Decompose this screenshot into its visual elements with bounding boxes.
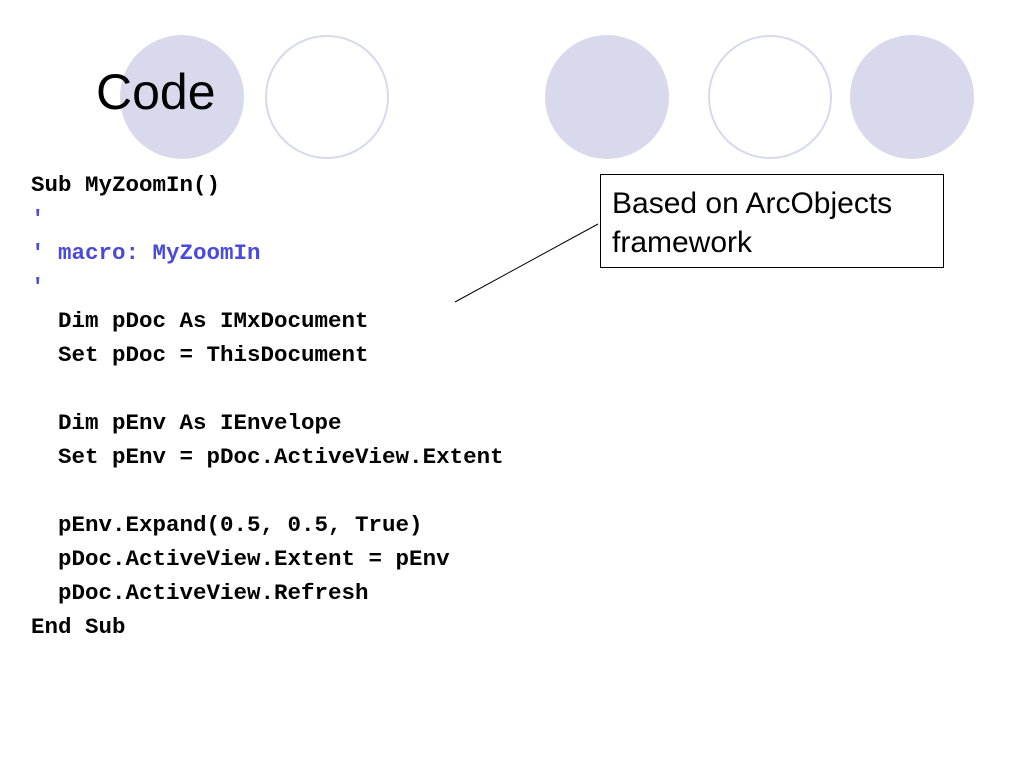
code-line: Sub MyZoomIn() xyxy=(31,172,221,198)
code-line: End Sub xyxy=(31,614,126,640)
callout-text-line-1: Based on ArcObjects xyxy=(612,187,893,220)
decorative-circle-filled xyxy=(850,35,974,159)
code-comment-line: ' xyxy=(31,274,45,300)
code-line xyxy=(31,474,504,508)
code-block: Sub MyZoomIn() ' ' macro: MyZoomIn ' Dim pD… xyxy=(31,168,504,644)
code-line: Dim pDoc As IMxDocument xyxy=(31,308,369,334)
code-line xyxy=(31,372,504,406)
code-line: Set pDoc = ThisDocument xyxy=(31,342,369,368)
decorative-circle-outline xyxy=(265,35,389,159)
slide-title: Code xyxy=(96,64,216,120)
code-line: Set pEnv = pDoc.ActiveView.Extent xyxy=(31,444,504,470)
decorative-circle-outline xyxy=(708,35,832,159)
code-line: pDoc.ActiveView.Extent = pEnv xyxy=(31,546,450,572)
code-comment-line: ' xyxy=(31,206,45,232)
code-line: pDoc.ActiveView.Refresh xyxy=(31,580,369,606)
code-line: Dim pEnv As IEnvelope xyxy=(31,410,342,436)
decorative-circle-filled xyxy=(545,35,669,159)
callout-box: Based on ArcObjects framework xyxy=(600,174,944,268)
callout-text-line-2: framework xyxy=(612,226,753,259)
code-comment-line: ' macro: MyZoomIn xyxy=(31,240,261,266)
code-line: pEnv.Expand(0.5, 0.5, True) xyxy=(31,512,423,538)
decorative-circle-filled xyxy=(120,35,244,159)
